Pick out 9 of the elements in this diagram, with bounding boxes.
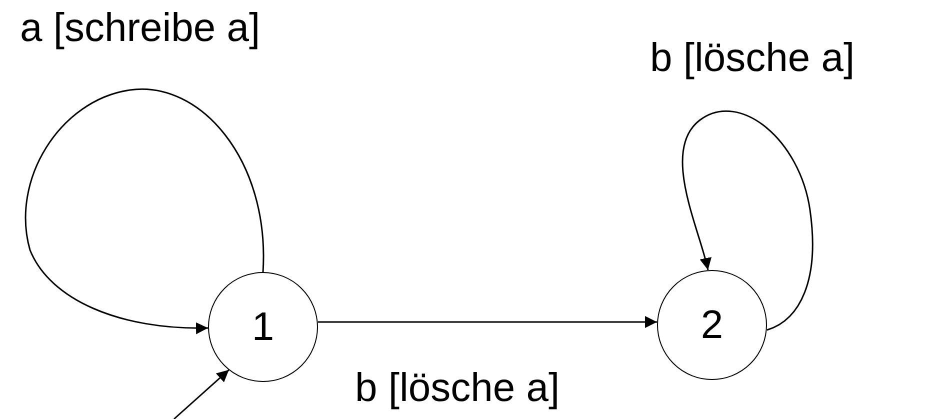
self-loop-arrow [682, 110, 814, 331]
state-label: 2 [700, 302, 724, 348]
self-loop-arrow [24, 88, 264, 334]
transition-arrow [318, 316, 657, 328]
edge-label: b [lösche a] [355, 368, 560, 408]
start-arrow [174, 369, 230, 419]
state-label: 1 [252, 304, 274, 350]
edge-label: a [schreibe a] [20, 8, 260, 48]
edge-label: b [lösche a] [650, 38, 855, 78]
